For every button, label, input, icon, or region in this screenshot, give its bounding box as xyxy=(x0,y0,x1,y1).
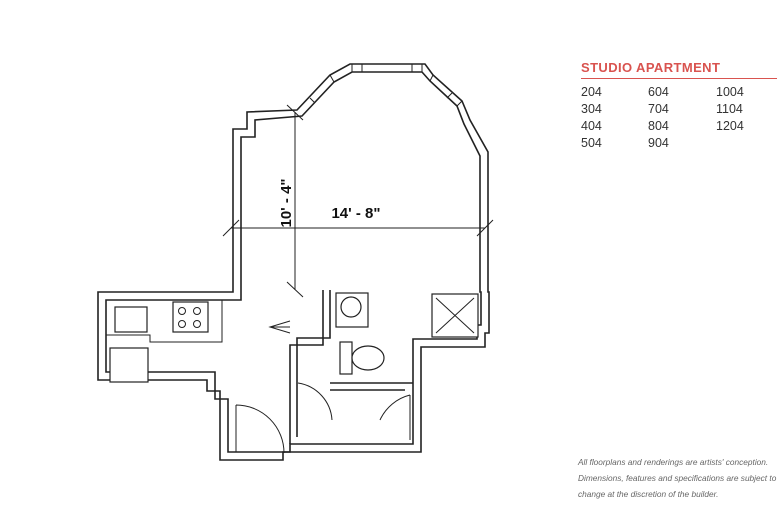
burner-1 xyxy=(178,307,186,315)
burner-2 xyxy=(193,307,201,315)
burner-4 xyxy=(193,320,201,328)
unit-number: 704 xyxy=(648,102,669,116)
plan-title: STUDIO APARTMENT xyxy=(581,60,721,75)
floor-plan: 10' - 4" 14' - 8" xyxy=(97,63,494,461)
unit-numbers: 204 604 1004 304 704 1104 404 804 1204 5… xyxy=(581,85,776,153)
unit-number: 504 xyxy=(581,136,602,150)
toilet-tank xyxy=(339,341,353,375)
bath-door xyxy=(297,382,333,421)
stove xyxy=(172,301,209,333)
sink-bowl xyxy=(340,296,362,318)
unit-number: 1204 xyxy=(716,119,744,133)
kitchen-sink xyxy=(114,306,148,333)
bathroom-wall xyxy=(289,290,413,444)
unit-number: 1104 xyxy=(716,102,743,116)
disclaimer-text: All floorplans and renderings are artist… xyxy=(578,457,777,499)
exterior-wall-inner xyxy=(105,71,482,453)
entry-door xyxy=(235,404,285,454)
unit-number: 204 xyxy=(581,85,602,99)
window-marks xyxy=(309,64,463,107)
dimension-line-width xyxy=(222,219,494,237)
unit-number: 304 xyxy=(581,102,602,116)
unit-number: 1004 xyxy=(716,85,744,99)
kitchen-counter xyxy=(106,300,223,343)
closet-arrow xyxy=(268,320,291,334)
unit-number: 404 xyxy=(581,119,602,133)
unit-number: 904 xyxy=(648,136,669,150)
dimension-label-depth: 10' - 4" xyxy=(278,178,295,227)
shower-cross xyxy=(435,297,475,334)
dimension-line-depth xyxy=(286,104,304,298)
toilet-bowl xyxy=(351,345,385,371)
unit-number: 804 xyxy=(648,119,669,133)
unit-number: 604 xyxy=(648,85,669,99)
dimension-label-width: 14' - 8" xyxy=(331,205,380,222)
title-underline xyxy=(581,78,777,79)
closet-door xyxy=(379,394,411,440)
fridge xyxy=(109,347,149,383)
burner-3 xyxy=(178,320,186,328)
exterior-wall xyxy=(97,63,490,461)
